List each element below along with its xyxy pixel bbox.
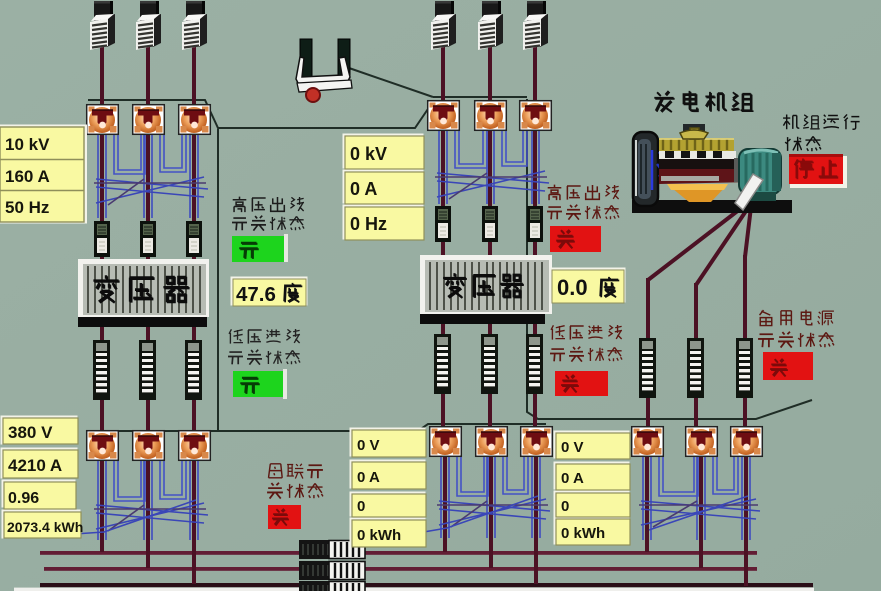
svg-text:0 V: 0 V xyxy=(561,439,584,456)
svg-text:380 V: 380 V xyxy=(8,423,53,442)
svg-text:160 A: 160 A xyxy=(5,167,50,186)
svg-text:0: 0 xyxy=(357,498,365,515)
svg-text:0 A: 0 A xyxy=(357,469,380,486)
svg-text:0: 0 xyxy=(561,498,569,515)
svg-text:47.6: 47.6 xyxy=(236,283,276,306)
svg-text:0 kWh: 0 kWh xyxy=(561,525,605,542)
svg-text:10 kV: 10 kV xyxy=(5,135,50,154)
svg-text:0.96: 0.96 xyxy=(8,490,39,507)
svg-text:0 kWh: 0 kWh xyxy=(357,527,401,544)
svg-text:0.0: 0.0 xyxy=(557,275,588,300)
svg-text:50 Hz: 50 Hz xyxy=(5,198,49,217)
svg-text:4210 A: 4210 A xyxy=(8,456,62,475)
svg-text:2073.4 kWh: 2073.4 kWh xyxy=(7,519,83,535)
svg-text:0 Hz: 0 Hz xyxy=(350,214,387,234)
svg-text:0 A: 0 A xyxy=(350,179,377,199)
svg-text:0 kV: 0 kV xyxy=(350,144,387,164)
svg-text:0 A: 0 A xyxy=(561,470,584,487)
svg-text:0 V: 0 V xyxy=(357,437,380,454)
